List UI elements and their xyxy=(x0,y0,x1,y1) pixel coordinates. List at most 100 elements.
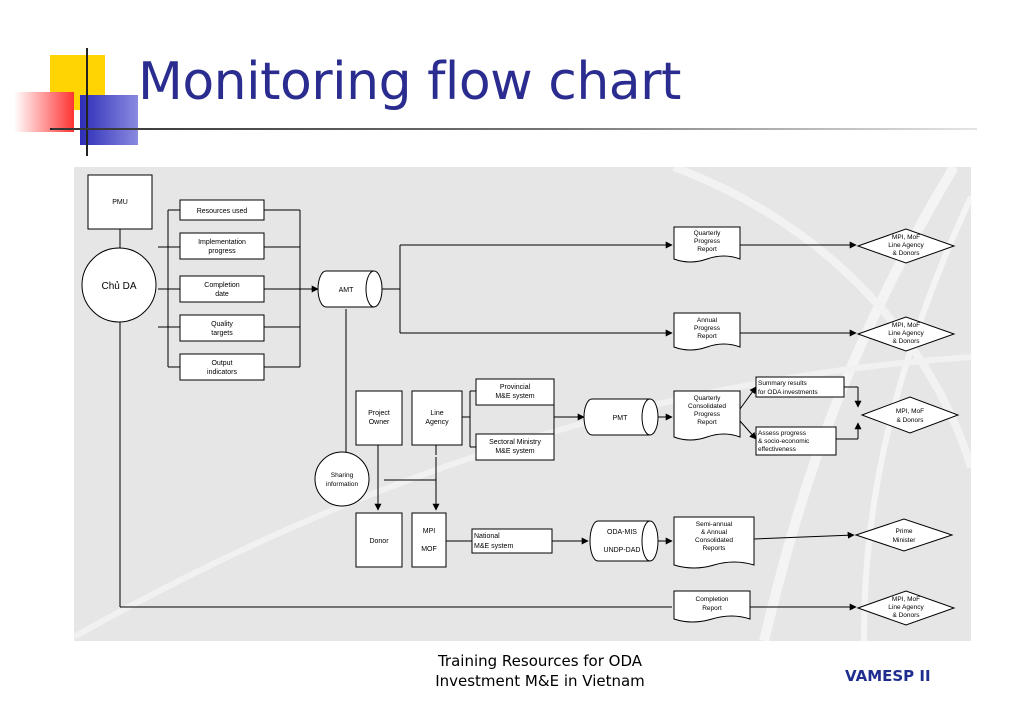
quality-targets-line2: targets xyxy=(211,330,233,337)
project-owner-line1: Project xyxy=(368,410,390,417)
sharing-information-circle xyxy=(314,451,370,507)
line-agency-box xyxy=(411,390,463,446)
flow-chart-svg: PMU Chủ DA Resources used Implementation… xyxy=(72,163,975,643)
project-owner-line2: Owner xyxy=(369,419,390,426)
quality-targets-box xyxy=(179,314,265,342)
arrow xyxy=(753,531,855,540)
recipients-annual-line3: & Donors xyxy=(892,338,920,345)
recipients-top-line3: & Donors xyxy=(892,250,920,257)
qpr-line2: Progress xyxy=(694,238,721,245)
arrow xyxy=(739,386,757,410)
resources-used-box xyxy=(179,199,265,221)
project-owner-box xyxy=(355,390,403,446)
recipients-bottom-line2: Line Agency xyxy=(888,604,924,611)
mpi-mof-donors-diamond xyxy=(860,396,960,434)
assess-progress-line1: Assess progress xyxy=(758,430,807,437)
mpi-mof-box xyxy=(411,512,447,568)
semi-annual-line3: Consolidated xyxy=(695,537,733,544)
donor-box xyxy=(355,512,403,568)
line-agency-line1: Line xyxy=(430,410,443,417)
bg-swoosh xyxy=(672,163,975,469)
recipients-diamond-top xyxy=(856,228,956,264)
completion-report-doc xyxy=(673,590,751,623)
footer-line2: Investment M&E in Vietnam xyxy=(435,672,645,690)
pmu-box xyxy=(87,174,153,230)
national-me-box xyxy=(471,528,553,554)
pmt-label: PMT xyxy=(613,415,629,422)
quarterly-consolidated-report-doc xyxy=(673,390,741,441)
prime-minister-line1: Prime xyxy=(896,528,913,535)
flow-chart: PMU Chủ DA Resources used Implementation… xyxy=(72,163,975,643)
amt-label: AMT xyxy=(339,287,355,294)
output-indicators-line1: Output xyxy=(211,360,232,367)
chu-da-circle xyxy=(81,247,157,323)
summary-results-box xyxy=(755,376,845,398)
completion-report-line1: Completion xyxy=(696,596,729,603)
qcr-line1: Quarterly xyxy=(694,395,721,402)
recipients-diamond-annual xyxy=(856,316,956,352)
title-underline xyxy=(52,128,977,130)
pmt-cylinder-edge xyxy=(641,398,651,436)
recipients-top-line2: Line Agency xyxy=(888,242,924,249)
completion-date-line1: Completion xyxy=(204,282,240,289)
pmu-label: PMU xyxy=(112,199,128,206)
assess-progress-line3: effectiveness xyxy=(758,446,797,453)
implementation-progress-line2: progress xyxy=(208,248,236,255)
qcr-line3: Progress xyxy=(694,411,721,418)
quarterly-progress-report-doc xyxy=(673,226,741,263)
quality-targets-line1: Quality xyxy=(211,321,233,328)
summary-results-line2: for ODA investments xyxy=(758,389,818,396)
semi-annual-line1: Semi-annual xyxy=(696,521,733,528)
arrow xyxy=(739,420,757,440)
deco-vertical-line xyxy=(86,48,88,156)
qpr-line1: Quarterly xyxy=(694,230,721,237)
mpi-mof-line2: MOF xyxy=(421,546,437,553)
mpi-mof-donors-line2: & Donors xyxy=(896,417,924,424)
recipients-diamond-bottom xyxy=(856,590,956,626)
apr-line2: Progress xyxy=(694,325,721,332)
sectoral-ministry-me-box xyxy=(475,433,555,461)
footer-text: Training Resources for ODA Investment M&… xyxy=(380,651,700,691)
provincial-me-box xyxy=(475,378,555,406)
mpi-mof-donors-line1: MPI, MoF xyxy=(896,408,924,415)
bg-swoosh xyxy=(861,195,974,642)
implementation-progress-line1: Implementation xyxy=(198,239,246,246)
qcr-line2: Consolidated xyxy=(688,403,726,410)
sharing-info-line1: Sharing xyxy=(331,472,354,479)
recipients-top-line1: MPI, MoF xyxy=(892,234,920,241)
completion-date-box xyxy=(179,275,265,303)
annual-progress-report-doc xyxy=(673,312,741,351)
brand-label: VAMESP II xyxy=(845,667,931,685)
line-agency-line2: Agency xyxy=(425,419,449,426)
mpi-mof-line1: MPI xyxy=(423,528,436,535)
apr-line3: Report xyxy=(697,333,717,340)
deco-blue-square xyxy=(80,95,138,145)
slide-title: Monitoring flow chart xyxy=(138,52,681,112)
national-me-line1: National xyxy=(474,533,500,540)
deco-red-square xyxy=(14,92,74,132)
apr-line1: Annual xyxy=(697,317,718,324)
oda-mis-line2: UNDP-DAD xyxy=(604,547,641,554)
sharing-info-line2: information xyxy=(326,481,359,488)
prime-minister-diamond xyxy=(854,518,954,552)
semi-annual-report-doc xyxy=(673,516,755,569)
recipients-annual-line2: Line Agency xyxy=(888,330,924,337)
donor-label: Donor xyxy=(369,538,389,545)
amt-cylinder-edge xyxy=(365,270,375,308)
assess-progress-box xyxy=(755,426,837,456)
completion-report-line2: Report xyxy=(702,605,722,612)
sectoral-me-line1: Sectoral Ministry xyxy=(489,439,541,446)
oda-mis-line1: ODA-MIS xyxy=(607,529,637,536)
recipients-bottom-line1: MPI, MoF xyxy=(892,596,920,603)
oda-mis-cylinder xyxy=(589,520,659,562)
recipients-annual-line1: MPI, MoF xyxy=(892,322,920,329)
sectoral-me-line2: M&E system xyxy=(495,448,534,455)
chu-da-label: Chủ DA xyxy=(101,280,136,292)
footer-line1: Training Resources for ODA xyxy=(437,652,643,670)
qpr-line3: Report xyxy=(697,246,717,253)
recipients-bottom-line3: & Donors xyxy=(892,612,920,619)
provincial-me-line1: Provincial xyxy=(500,384,531,391)
national-me-line2: M&E system xyxy=(474,543,513,550)
completion-date-line2: date xyxy=(215,291,229,298)
provincial-me-line2: M&E system xyxy=(495,393,534,400)
